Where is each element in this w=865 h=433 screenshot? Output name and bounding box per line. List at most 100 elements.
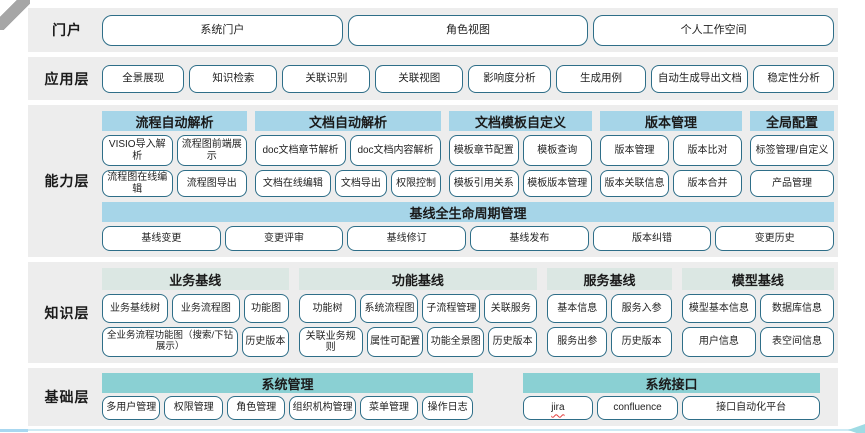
cap-group-header: 版本管理 <box>600 111 742 131</box>
cap-box: 权限控制 <box>391 170 441 197</box>
group-version-mgmt: 版本管理 版本管理 版本比对 版本关联信息 版本合并 <box>600 111 742 197</box>
base-box: 操作日志 <box>422 396 473 420</box>
app-box: 全景展现 <box>102 64 185 93</box>
know-box: 历史版本 <box>488 327 538 357</box>
know-group-header: 模型基线 <box>681 268 834 290</box>
cap-box: 文档在线编辑 <box>255 170 331 197</box>
bottom-arrow-decoration <box>848 424 865 433</box>
base-box: 菜单管理 <box>359 396 419 420</box>
cap-box: VISIO导入解析 <box>102 135 173 166</box>
layer-label-application: 应用层 <box>44 70 90 87</box>
know-box: 功能图 <box>243 294 289 323</box>
base-box: confluence <box>596 396 679 420</box>
know-box: 用户信息 <box>681 327 756 357</box>
jira-label: jira <box>551 402 565 414</box>
group-system-mgmt: 系统管理 多用户管理 权限管理 角色管理 组织机构管理 菜单管理 操作日志 <box>102 373 473 420</box>
baseline-boxes: 基线变更 变更评审 基线修订 基线发布 版本纠错 变更历史 <box>102 226 835 251</box>
know-box: 历史版本 <box>611 327 672 357</box>
know-box: 子流程管理 <box>422 294 481 323</box>
layer-knowledge: 知识层 业务基线 业务基线树 业务流程图 功能图 全业务流程功能图（搜索/下钻展… <box>28 262 838 363</box>
base-box: 组织机构管理 <box>289 396 356 420</box>
know-box: 全业务流程功能图（搜索/下钻展示） <box>102 327 239 357</box>
base-group-header: 系统接口 <box>522 373 820 393</box>
bottom-accent-line <box>0 429 855 431</box>
group-service-baseline: 服务基线 基本信息 服务入参 服务出参 历史版本 <box>547 268 672 357</box>
group-doc-template: 文档模板自定义 模板章节配置 模板查询 模板引用关系 模板版本管理 <box>449 111 592 197</box>
cap-box: 流程图导出 <box>176 170 247 197</box>
cap-box: 版本比对 <box>673 135 742 166</box>
baseline-box: 变更评审 <box>224 226 344 251</box>
group-doc-parse: 文档自动解析 doc文档章节解析 doc文档内容解析 文档在线编辑 文档导出 权… <box>255 111 441 197</box>
portal-boxes: 系统门户 角色视图 个人工作空间 <box>102 14 835 46</box>
baseline-box: 基线变更 <box>102 226 221 251</box>
app-box: 自动生成导出文档 <box>651 64 749 93</box>
group-global-config: 全局配置 标签管理/自定义 产品管理 <box>750 111 834 197</box>
know-box: 历史版本 <box>242 327 289 357</box>
app-box: 关联视图 <box>375 64 464 93</box>
cap-box: 模板版本管理 <box>522 170 592 197</box>
capability-content: 流程自动解析 VISIO导入解析 流程图前端展示 流程图在线编辑 流程图导出 文… <box>102 111 835 251</box>
cap-box: 模板查询 <box>522 135 592 166</box>
group-function-baseline: 功能基线 功能树 系统流程图 子流程管理 关联服务 关联业务规则 属性可配置 功… <box>298 268 538 357</box>
cap-box: 版本合并 <box>673 170 742 197</box>
cap-box: 模板引用关系 <box>449 170 519 197</box>
cap-group-header: 文档自动解析 <box>255 111 441 131</box>
capability-groups: 流程自动解析 VISIO导入解析 流程图前端展示 流程图在线编辑 流程图导出 文… <box>102 111 834 197</box>
know-box: 模型基本信息 <box>681 294 756 323</box>
layer-label-capability: 能力层 <box>44 173 90 189</box>
layer-label-base: 基础层 <box>44 388 90 405</box>
app-box: 稳定性分析 <box>753 64 834 93</box>
app-box: 影响度分析 <box>468 64 551 93</box>
base-groups: 系统管理 多用户管理 权限管理 角色管理 组织机构管理 菜单管理 操作日志 系统… <box>102 373 834 420</box>
cap-group-header: 全局配置 <box>750 111 834 131</box>
layer-capability: 能力层 流程自动解析 VISIO导入解析 流程图前端展示 流程图在线编辑 流程图… <box>28 105 838 257</box>
base-box: 权限管理 <box>164 396 223 420</box>
base-box: 接口自动化平台 <box>682 396 821 420</box>
cap-group-header: 文档模板自定义 <box>449 111 592 131</box>
group-business-baseline: 业务基线 业务基线树 业务流程图 功能图 全业务流程功能图（搜索/下钻展示） 历… <box>102 268 289 357</box>
know-group-header: 功能基线 <box>298 268 538 290</box>
cap-box: 版本关联信息 <box>600 170 669 197</box>
layer-stack: 门户 系统门户 角色视图 个人工作空间 应用层 全景展现 知识检索 关联识别 关… <box>28 8 838 426</box>
know-box: 表空间信息 <box>759 327 834 357</box>
bottom-accent-line-left <box>0 429 28 432</box>
group-model-baseline: 模型基线 模型基本信息 数据库信息 用户信息 表空间信息 <box>681 268 834 357</box>
base-group-header: 系统管理 <box>102 373 473 393</box>
know-box: 关联业务规则 <box>298 327 363 357</box>
cap-box: 流程图前端展示 <box>176 135 247 166</box>
cap-box: doc文档章节解析 <box>255 135 346 166</box>
know-box: 系统流程图 <box>360 294 419 323</box>
baseline-box: 变更历史 <box>715 226 835 251</box>
corner-fold-decoration <box>0 0 30 30</box>
cap-box: 标签管理/自定义 <box>750 135 834 166</box>
know-box: 数据库信息 <box>759 294 834 323</box>
cap-box: 流程图在线编辑 <box>102 170 173 197</box>
portal-box: 角色视图 <box>347 14 589 46</box>
know-box: 业务基线树 <box>102 294 168 323</box>
cap-box: 产品管理 <box>750 170 834 197</box>
know-box: 关联服务 <box>484 294 538 323</box>
know-box: 业务流程图 <box>171 294 240 323</box>
know-box: 功能树 <box>298 294 357 323</box>
baseline-box: 基线发布 <box>470 226 589 251</box>
know-box: 服务出参 <box>547 327 608 357</box>
portal-box: 个人工作空间 <box>593 14 835 46</box>
layer-application: 应用层 全景展现 知识检索 关联识别 关联视图 影响度分析 生成用例 自动生成导… <box>28 57 838 100</box>
cap-box: 版本管理 <box>600 135 669 166</box>
baseline-lifecycle-header: 基线全生命周期管理 <box>102 202 834 222</box>
cap-box: 文档导出 <box>334 170 388 197</box>
know-box: 基本信息 <box>547 294 608 323</box>
baseline-box: 基线修订 <box>347 226 467 251</box>
layer-portal: 门户 系统门户 角色视图 个人工作空间 <box>28 8 838 52</box>
know-group-header: 服务基线 <box>547 268 672 290</box>
group-gap <box>473 373 523 420</box>
app-box: 知识检索 <box>189 64 278 93</box>
know-box: 服务入参 <box>611 294 672 323</box>
baseline-box: 版本纠错 <box>592 226 712 251</box>
layer-label-portal: 门户 <box>52 22 82 38</box>
base-box-jira: jira <box>522 396 593 420</box>
group-system-interface: 系统接口 jira confluence 接口自动化平台 <box>522 373 821 420</box>
layer-base: 基础层 系统管理 多用户管理 权限管理 角色管理 组织机构管理 菜单管理 操作日… <box>28 368 838 426</box>
know-box: 功能全景图 <box>427 327 485 357</box>
